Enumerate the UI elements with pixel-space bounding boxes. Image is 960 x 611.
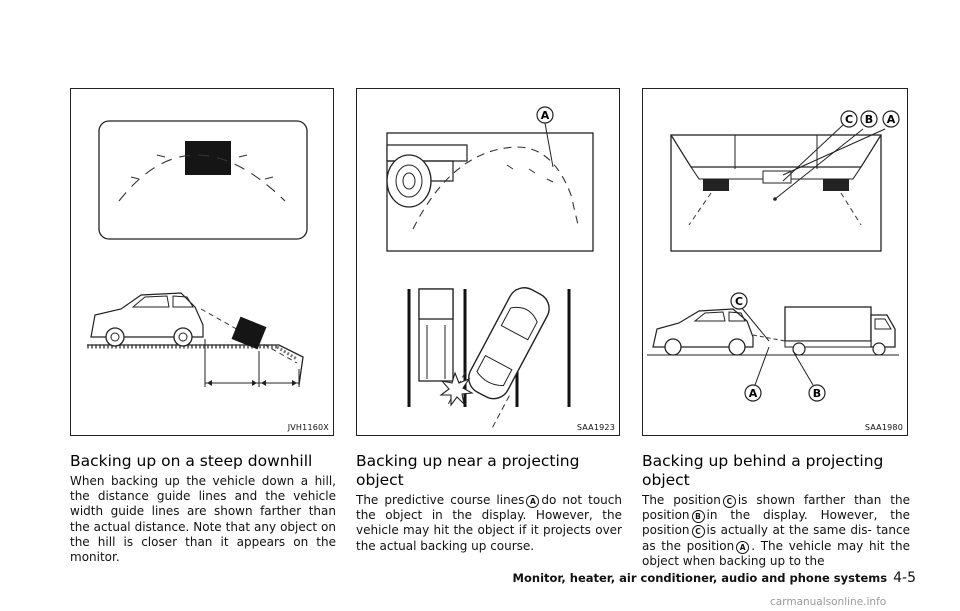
page-number: 4-5 xyxy=(893,570,916,586)
section-body: When backing up the vehicle down a hill,… xyxy=(70,474,336,565)
page-footer: Monitor, heater, air conditioner, audio … xyxy=(513,570,916,586)
monitor-view xyxy=(670,134,882,252)
steep-downhill-illustration xyxy=(87,120,308,387)
car xyxy=(90,292,204,347)
section-heading: Backing up on a steep downhill xyxy=(70,452,313,470)
label-a: A xyxy=(541,109,550,122)
label-b: B xyxy=(865,113,873,126)
figure-behind-projecting-object: C B A C xyxy=(642,88,908,436)
ground xyxy=(87,344,304,386)
label-a-marker xyxy=(536,106,554,124)
figure-steep-downhill: JVH1160X xyxy=(70,88,334,436)
figure-projecting-object: A SAA1923 xyxy=(356,88,620,436)
label-c: C xyxy=(845,113,853,126)
body-text: in the display. However, the position xyxy=(642,508,910,538)
reversing-car xyxy=(446,287,550,432)
figure-code: SAA1923 xyxy=(576,423,615,432)
impact-star xyxy=(439,371,474,407)
body-text: . The vehicle may hit the object when ba… xyxy=(642,538,910,568)
projecting-object-illustration: A xyxy=(386,106,594,432)
label-b-marker xyxy=(860,110,878,128)
label-a-side: A xyxy=(749,387,758,400)
label-c-side: C xyxy=(735,295,743,308)
behind-object-illustration: C B A C xyxy=(647,110,900,402)
body-text: do not touch the object in the display. … xyxy=(356,493,622,553)
figure-code: SAA1980 xyxy=(864,423,903,432)
label-b-side: B xyxy=(813,387,821,400)
guide-line xyxy=(118,154,286,202)
object-on-screen xyxy=(185,141,231,175)
watermark: carmanualsonline.info xyxy=(770,596,887,608)
truck xyxy=(784,306,896,356)
label-c-marker xyxy=(840,110,858,128)
body-text: The position xyxy=(642,493,721,507)
tire xyxy=(386,154,432,208)
marker-b: B xyxy=(691,510,705,524)
monitor-view xyxy=(98,120,308,240)
predictive-course-line xyxy=(412,146,580,230)
chapter-title: Monitor, heater, air conditioner, audio … xyxy=(512,571,888,585)
marker-c: C xyxy=(691,525,705,539)
figure-code: JVH1160X xyxy=(287,423,329,432)
body-text: is shown farther than the position xyxy=(642,493,910,523)
label-a-marker xyxy=(882,110,900,128)
marker-c: C xyxy=(722,495,736,508)
body-text: is actually at the same dis- tance as th… xyxy=(642,523,910,553)
section-steep-downhill: Backing up on a steep downhill When back… xyxy=(70,452,336,565)
object-on-slope xyxy=(231,316,267,350)
body-text: The predictive course lines xyxy=(356,493,525,507)
marker-a: A xyxy=(736,540,750,554)
section-projecting-object: Backing up near a projecting object The … xyxy=(356,452,622,554)
section-heading: Backing up behind a projecting object xyxy=(642,452,884,489)
monitor-view xyxy=(386,132,594,252)
marker-a: A xyxy=(526,495,540,508)
label-a: A xyxy=(887,113,896,126)
car xyxy=(652,308,754,356)
section-behind-object: Backing up behind a projecting object Th… xyxy=(642,452,910,569)
section-heading: Backing up near a projecting object xyxy=(356,452,580,489)
